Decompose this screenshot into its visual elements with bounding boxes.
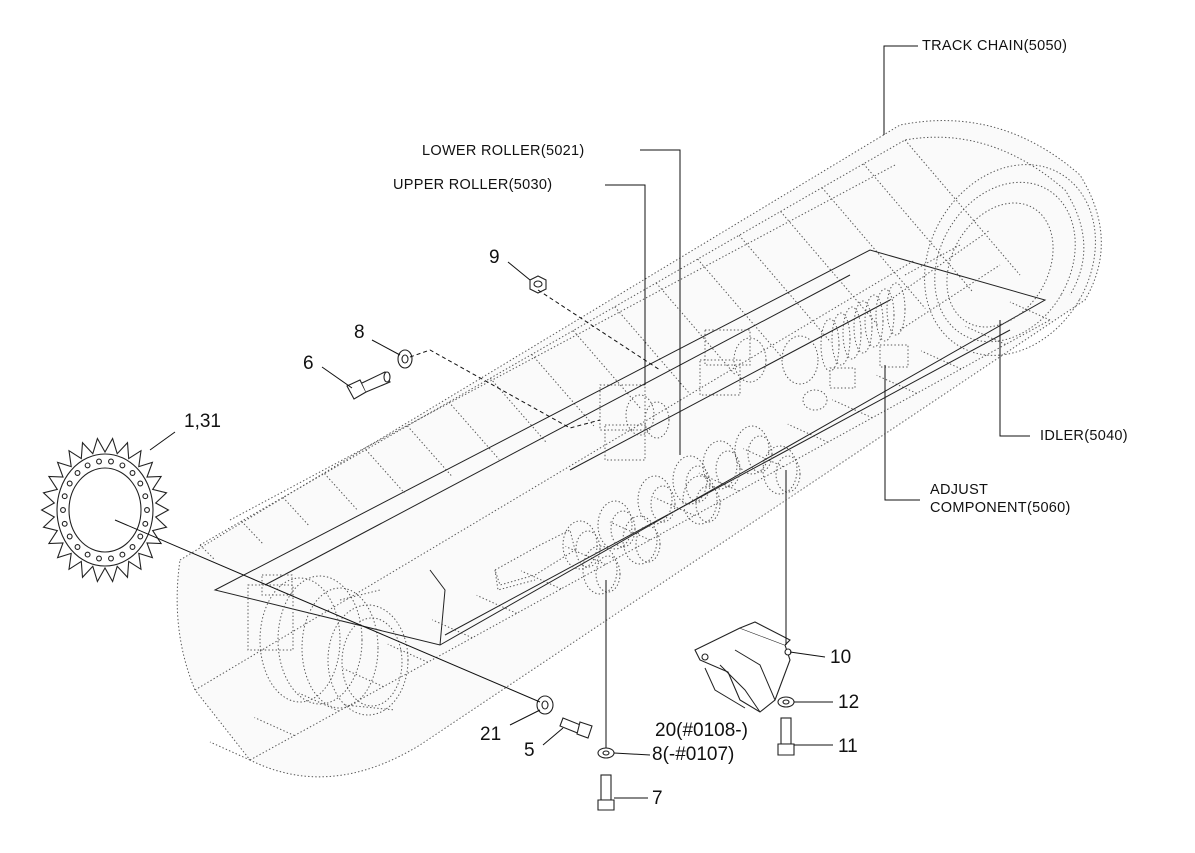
callout-7: 7: [652, 788, 663, 809]
washer-8-bottom-drawing: [597, 747, 615, 759]
idler-drawing: [889, 164, 1096, 356]
lower-rollers-drawing: [562, 425, 801, 595]
upper-roller-label: UPPER ROLLER(5030): [393, 177, 553, 193]
callout-20: 20(#0108-): [655, 720, 748, 741]
bolt-11-drawing: [777, 717, 795, 756]
nut-9-drawing: [529, 275, 547, 294]
callout-6: 6: [303, 353, 314, 374]
track-chain-drawing: [176, 120, 1102, 778]
lower-roller-label: LOWER ROLLER(5021): [422, 143, 585, 159]
upper-roller-drawing: [599, 384, 670, 461]
callout-9: 9: [489, 247, 500, 268]
callout-21: 21: [480, 724, 502, 745]
callout-8-top: 8: [354, 322, 365, 343]
callout-11: 11: [838, 736, 858, 757]
roller-guard-drawing: [694, 621, 792, 713]
callout-1-31: 1,31: [184, 411, 221, 432]
callout-10: 10: [830, 647, 852, 668]
adjust-component-drawing: [699, 282, 909, 411]
bolt-5-drawing: [559, 717, 593, 739]
washer-21-drawing: [536, 695, 554, 715]
adjust-label-line1: ADJUST: [930, 482, 989, 498]
washer-12-drawing: [777, 696, 795, 708]
adjust-label-line2: COMPONENT(5060): [930, 500, 1071, 516]
callout-12: 12: [838, 692, 860, 713]
idler-label: IDLER(5040): [1040, 428, 1128, 444]
track-chain-label: TRACK CHAIN(5050): [922, 38, 1068, 54]
callout-5: 5: [524, 740, 535, 761]
track-guard-drawing: [494, 529, 576, 591]
bolt-7-drawing: [597, 774, 615, 811]
sprocket-drawing: [40, 437, 170, 583]
callout-8-bottom: 8(-#0107): [652, 744, 735, 765]
bolt-6-drawing: [346, 371, 391, 400]
travel-motor-drawing: [247, 574, 409, 716]
leader-lines: [114, 45, 1030, 799]
washer-8-top-drawing: [397, 349, 413, 369]
